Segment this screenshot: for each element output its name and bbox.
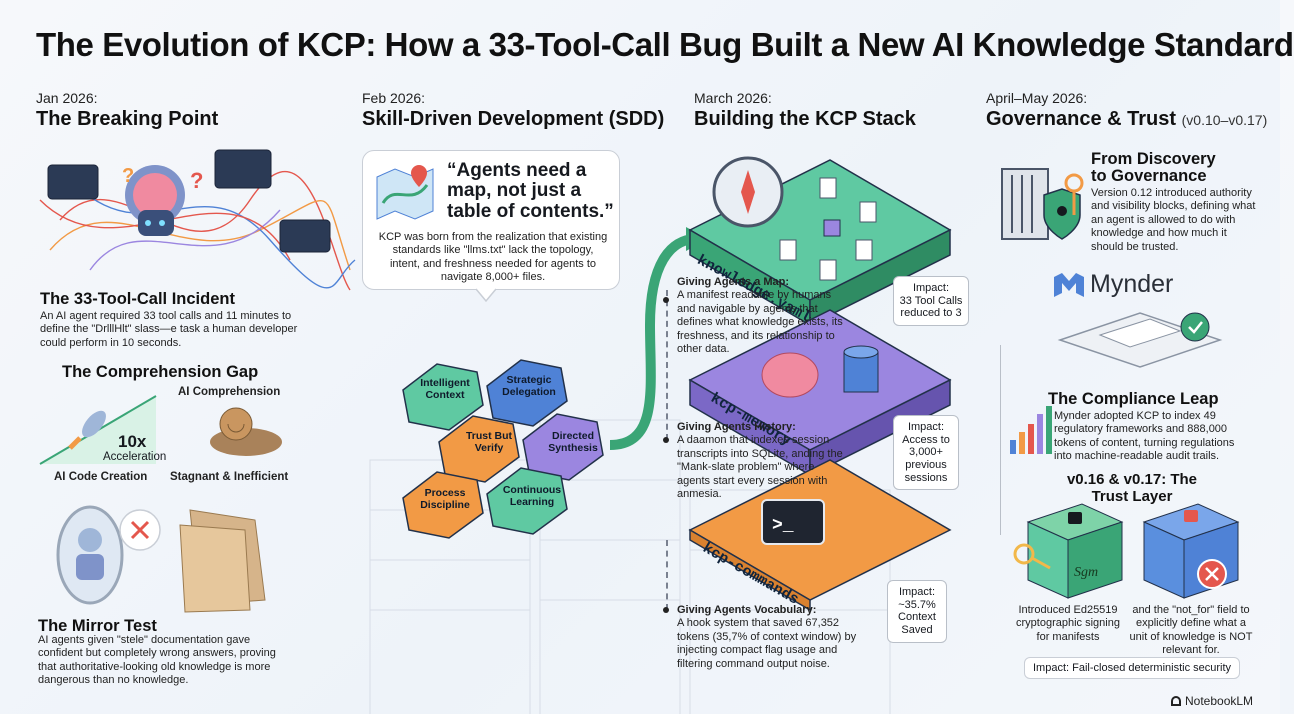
documents-badge-icon	[1057, 312, 1223, 368]
ai-comprehension-label: AI Comprehension	[178, 386, 281, 398]
gap-illustration	[39, 395, 282, 465]
kcp-stack: >_	[688, 156, 952, 612]
discovery-text: Version 0.12 introduced authority and vi…	[1091, 187, 1256, 253]
impact-1-value: 33 Tool Calls reduced to 3	[899, 294, 963, 320]
key-icon	[1013, 543, 1035, 565]
mynder-brand: Mynder	[1090, 270, 1174, 298]
old-documents-icon	[179, 509, 266, 613]
vocab-callout: Giving Agents Vocabulary: A hook system …	[677, 604, 857, 671]
quote-text: “Agents need a map, not just a table of …	[447, 160, 614, 222]
close-icon	[119, 509, 161, 551]
tangled-agent-illustration: ? ?	[39, 149, 356, 291]
history-text: A daamon that indexes session transcript…	[677, 434, 843, 501]
ai-code-creation-label: AI Code Creation	[54, 471, 148, 483]
col1-heading: The Breaking Point	[36, 108, 219, 130]
not-for-text: and the "not_for" field to explicitly de…	[1129, 604, 1253, 657]
vocab-title: Giving Agents Vocabulary:	[677, 604, 817, 616]
hex-trust-but-verify: Trust But Verify	[465, 430, 513, 455]
compliance-text: Mynder adopted KCP to index 49 regulator…	[1054, 410, 1235, 463]
col3-date: March 2026:	[694, 90, 772, 106]
map-callout: Giving Agents a Map: A manifest readable…	[677, 276, 847, 356]
vocab-text: A hook system that saved 67,352 tokens (…	[677, 617, 857, 670]
rocket-icon	[68, 410, 106, 450]
brain-icon	[761, 352, 819, 398]
map-pin-icon	[376, 165, 434, 220]
impact-3-value: ~35.7% Context Saved	[898, 598, 936, 636]
col2-heading: Skill-Driven Development (SDD)	[362, 108, 665, 130]
bar-growth-icon	[1010, 406, 1052, 454]
col4-heading-main: Governance & Trust	[986, 108, 1177, 130]
hex-process-discipline: Process Discipline	[420, 487, 470, 512]
footer-brand: NotebookLM	[1171, 694, 1253, 708]
acceleration-label: Acceleration	[103, 451, 167, 463]
trust-impact-badge: Impact: Fail-closed deterministic securi…	[1024, 657, 1241, 679]
map-text: A manifest readable by humans and naviga…	[677, 289, 843, 356]
impact-2-value: Access to 3,000+ previous sessions	[902, 433, 950, 484]
hex-directed-synthesis: Directed Synthesis	[548, 430, 598, 455]
comprehension-gap-title: The Comprehension Gap	[62, 363, 259, 381]
impact-3-label: Impact:	[898, 586, 936, 598]
discovery-title: From Discovery to Governance	[1091, 150, 1216, 186]
vault-shield-icon	[1001, 168, 1084, 240]
history-callout: Giving Agents History: A daamon that ind…	[677, 421, 847, 501]
mirror-test-illustration	[56, 505, 266, 613]
map-title: Giving Agents a Map:	[677, 276, 790, 288]
quote-bubble: “Agents need a map, not just a table of …	[362, 150, 620, 290]
mirror-test-title: The Mirror Test	[38, 617, 157, 635]
database-icon	[843, 345, 879, 393]
signing-text: Introduced Ed25519 cryptographic signing…	[1016, 604, 1120, 643]
compliance-title: The Compliance Leap	[1048, 390, 1219, 408]
mirror-test-text: AI agents given "stele" documentation ga…	[38, 634, 276, 687]
snail-icon	[210, 407, 282, 456]
col3-heading: Building the KCP Stack	[694, 108, 916, 130]
multiplier: 10x	[118, 432, 147, 451]
question-mark-icon: ?	[122, 165, 134, 187]
svg-text:?: ?	[190, 168, 203, 193]
svg-text:>_: >_	[772, 516, 794, 536]
trust-layer-title: v0.16 & v0.17: The Trust Layer	[1066, 471, 1198, 505]
footer-brand-label: NotebookLM	[1185, 694, 1254, 708]
col4-heading-sub: (v0.10–v0.17)	[1181, 112, 1268, 128]
deny-icon	[1197, 559, 1227, 589]
hex-continuous-learning: Continuous Learning	[502, 484, 562, 509]
history-title: Giving Agents History:	[677, 421, 796, 433]
incident-text: An AI agent required 33 tool calls and 1…	[40, 310, 298, 349]
notebooklm-icon	[1171, 696, 1181, 706]
stagnant-label: Stagnant & Inefficient	[170, 471, 289, 483]
col1-date: Jan 2026:	[36, 90, 98, 106]
impact-1-label: Impact:	[912, 282, 950, 294]
hex-strategic-delegation: Strategic Delegation	[502, 374, 556, 399]
impact-2-label: Impact:	[907, 421, 945, 433]
impact-box-3: Impact: ~35.7% Context Saved	[887, 580, 947, 643]
incident-title: The 33-Tool-Call Incident	[40, 290, 235, 308]
impact-box-1: Impact: 33 Tool Calls reduced to 3	[893, 276, 969, 326]
terminal-icon	[761, 499, 825, 545]
impact-box-2: Impact: Access to 3,000+ previous sessio…	[893, 415, 959, 491]
sdd-hexagons	[402, 359, 604, 539]
mynder-logo-icon	[1054, 273, 1084, 297]
col4-date: April–May 2026:	[986, 90, 1088, 106]
lock-icon	[1068, 512, 1082, 524]
trust-cubes: Sgm	[1013, 503, 1240, 599]
hex-intelligent-context: Intelligent Context	[420, 377, 470, 402]
svg-text:Sgm: Sgm	[1074, 565, 1098, 580]
col4-heading: Governance & Trust (v0.10–v0.17)	[986, 108, 1267, 131]
quote-body: KCP was born from the realization that e…	[378, 231, 608, 284]
col2-date: Feb 2026:	[362, 90, 426, 106]
page-title: The Evolution of KCP: How a 33-Tool-Call…	[36, 26, 1294, 63]
